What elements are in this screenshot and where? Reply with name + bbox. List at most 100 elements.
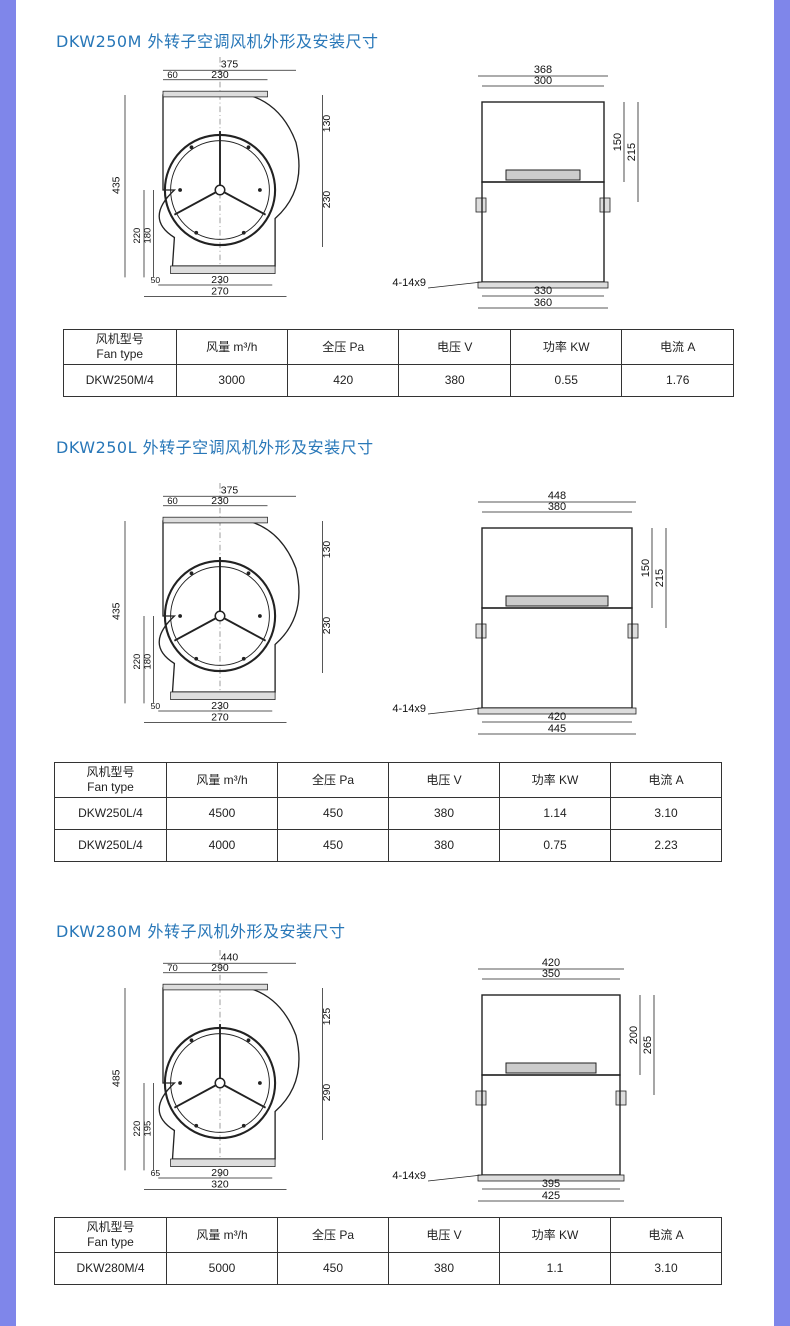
dimension-label: 448 [548,490,566,502]
header-label: 电流 A [648,1227,684,1242]
mount-hole [194,1123,199,1128]
dimension-label: 270 [211,713,229,724]
side-base [477,281,609,289]
hub [214,184,226,196]
mount-hole [189,145,194,150]
fan-housing [158,987,300,1160]
outlet-slot [505,595,609,607]
flange [475,623,487,639]
dimension-label: 150 [612,133,624,151]
dimension-label: 230 [211,70,229,81]
spoke [173,615,221,642]
table-cell: 3000 [175,364,288,397]
header-label: 风量 m³/h [206,339,258,354]
holes-label: 4-14x9 [392,277,426,289]
dimension-label: 220 [132,654,143,670]
table-cell: 3.10 [610,797,722,830]
dimension-label: 420 [548,711,566,723]
mount-hole [241,230,246,235]
flange [599,197,611,213]
dimension-label: 60 [167,496,178,507]
header-cell: 电流 A [621,329,734,365]
header-cell: 风量 m³/h [166,1217,278,1253]
dimension-line [427,281,483,289]
header-label: 风机型号 [86,1220,135,1234]
header-label: 风量 m³/h [196,1227,248,1242]
header-label: 功率 KW [542,339,590,354]
hub [214,610,226,622]
dimension-label: 270 [211,287,229,298]
mount-hole [178,1081,182,1085]
dimension-label: 435 [111,176,122,194]
dimension-label: 395 [542,1178,560,1190]
dimension-label: 65 [151,1168,161,1178]
holes-label: 4-14x9 [392,703,426,715]
table-cell: 5000 [166,1252,278,1285]
dimension-label: 70 [167,963,178,974]
table-cell: 380 [388,829,500,862]
table-cell: 450 [277,1252,389,1285]
header-cell: 功率 KW [499,1217,611,1253]
table-cell: 0.75 [499,829,611,862]
table-cell: 4500 [166,797,278,830]
section-title: DKW250L 外转子空调风机外形及安装尺寸 [56,438,374,457]
mount-hole [189,1038,194,1043]
mount-hole [241,1123,246,1128]
dimension-label: 230 [211,701,229,712]
dimension-label: 300 [534,75,552,87]
dimension-label: 265 [642,1036,654,1054]
mount-hole [194,656,199,661]
dimension-label: 230 [211,496,229,507]
dimension-label: 50 [151,701,161,711]
header-cell: 功率 KW [509,329,623,365]
spoke [219,615,267,642]
table-cell: 0.55 [509,364,623,397]
table-cell: 380 [398,364,511,397]
mount-hole [258,614,262,618]
side-body [481,1074,621,1176]
table-cell: 420 [286,364,400,397]
dimension-label: 290 [322,1084,333,1102]
mount-hole [246,571,251,576]
dimension-label: 230 [211,275,229,286]
dimension-line [427,1174,483,1182]
header-label: 全压 Pa [311,772,354,787]
header-label: 电流 A [648,772,684,787]
header-sub-label: Fan type [87,780,134,794]
header-cell: 电压 V [388,762,500,798]
header-cell: 电压 V [388,1217,500,1253]
spoke [173,1082,221,1109]
dimension-label: 425 [542,1190,560,1202]
hub [214,1077,226,1089]
table-cell: DKW250L/4 [54,829,167,862]
header-cell: 电压 V [398,329,511,365]
mount-hole [258,1081,262,1085]
dimension-label: 290 [211,1168,229,1179]
dimension-label: 230 [322,191,333,209]
header-cell: 风量 m³/h [166,762,278,798]
dimension-label: 445 [548,723,566,735]
header-cell: 功率 KW [499,762,611,798]
header-label: 功率 KW [531,1227,579,1242]
header-cell: 电流 A [610,762,722,798]
table-cell: 450 [277,829,389,862]
table-cell: 4000 [166,829,278,862]
flange [627,623,639,639]
dimension-label: 330 [534,285,552,297]
mount-hole [178,614,182,618]
dimension-label: 320 [211,1180,229,1191]
